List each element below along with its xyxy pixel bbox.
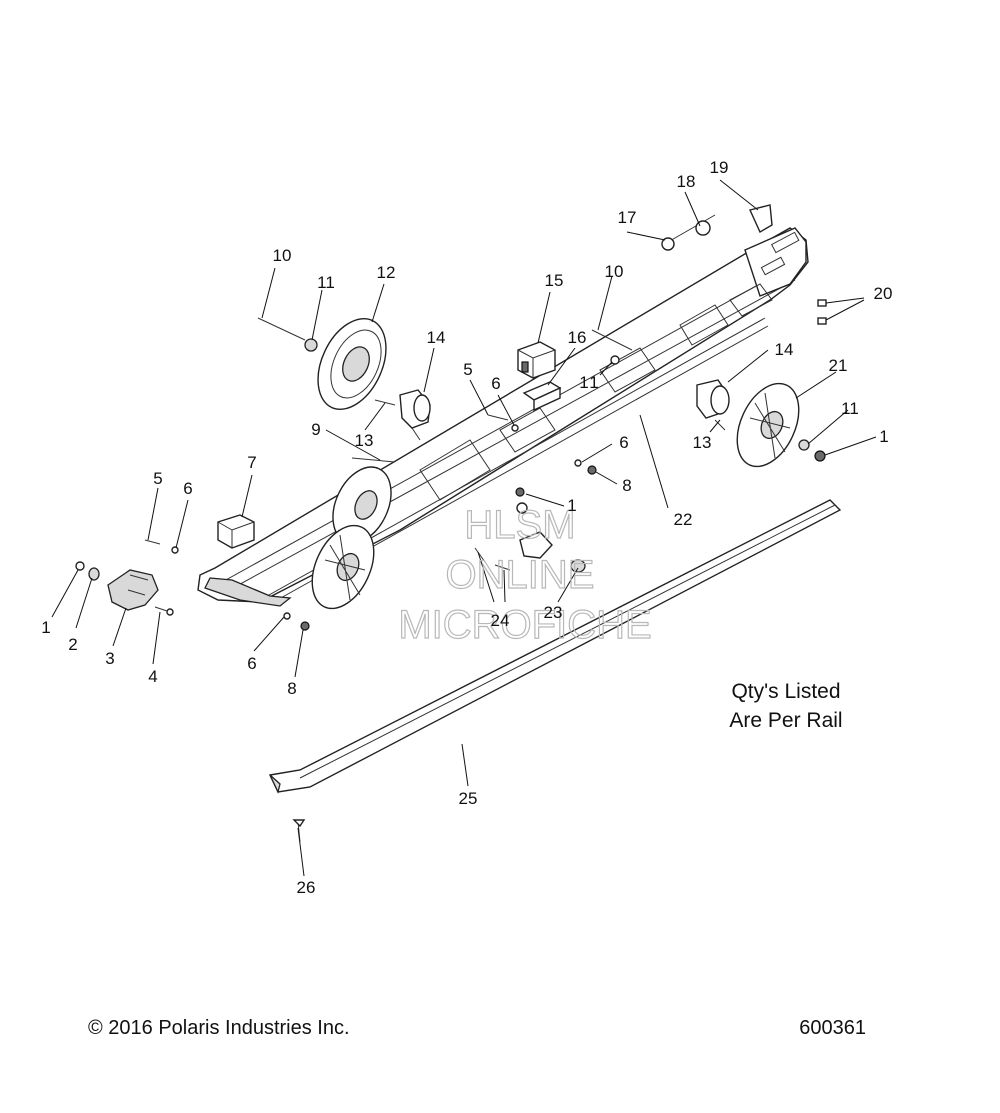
callout-label: 1 bbox=[589, 373, 598, 392]
callout-label: 19 bbox=[710, 158, 729, 177]
callout-label: 15 bbox=[545, 271, 564, 290]
callout-label: 10 bbox=[605, 262, 624, 281]
callout-label: 4 bbox=[148, 667, 157, 686]
callout-label: 5 bbox=[463, 360, 472, 379]
callout-label: 8 bbox=[622, 476, 631, 495]
callout-label: 6 bbox=[619, 433, 628, 452]
callout-labels: 1 2 3 4 5 6 5 6 1 6 8 7 9 10 11 12 13 14… bbox=[41, 158, 892, 897]
callout-label: 6 bbox=[247, 654, 256, 673]
callout-label: 16 bbox=[568, 328, 587, 347]
quantity-note: Qty's Listed Are Per Rail bbox=[729, 680, 842, 732]
note-line-1: Qty's Listed bbox=[731, 680, 840, 703]
rail-cap-3 bbox=[107, 569, 159, 611]
watermark-line-2: ONLINE bbox=[446, 553, 595, 597]
callout-label: 6 bbox=[491, 374, 500, 393]
callout-label: 9 bbox=[311, 420, 320, 439]
callout-label: 11 bbox=[317, 273, 335, 292]
callout-label: 20 bbox=[874, 284, 893, 303]
idler-wheel-21 bbox=[736, 382, 800, 468]
watermark: HLSM ONLINE MICROFICHE bbox=[398, 502, 653, 647]
note-line-2: Are Per Rail bbox=[729, 709, 842, 732]
callout-label: 13 bbox=[693, 433, 712, 452]
callout-label: 7 bbox=[247, 453, 256, 472]
leader-lines bbox=[51, 179, 877, 877]
callout-label: 1 bbox=[41, 618, 50, 637]
callout-label: 14 bbox=[775, 340, 794, 359]
callout-label: 14 bbox=[427, 328, 446, 347]
callout-label: 3 bbox=[105, 649, 114, 668]
callout-label: 6 bbox=[183, 479, 192, 498]
callout-label: 24 bbox=[491, 611, 510, 630]
callout-label: 5 bbox=[153, 469, 162, 488]
idler-wheel-rear bbox=[332, 466, 392, 544]
spacer-14-right bbox=[696, 379, 730, 419]
figure-number: 600361 bbox=[799, 1017, 866, 1039]
callout-label: 1 bbox=[567, 496, 576, 515]
callout-label: 8 bbox=[287, 679, 296, 698]
idler-wheel-front bbox=[311, 524, 375, 610]
callout-label: 11 bbox=[841, 399, 859, 418]
callout-label: 23 bbox=[544, 603, 563, 622]
callout-label: 17 bbox=[618, 208, 637, 227]
callout-label: 10 bbox=[273, 246, 292, 265]
callout-label: 26 bbox=[297, 878, 316, 897]
block-15 bbox=[517, 341, 556, 379]
hardware bbox=[75, 204, 827, 843]
rail-assembly bbox=[197, 227, 809, 607]
callout-label: 12 bbox=[377, 263, 396, 282]
callout-label: 18 bbox=[677, 172, 696, 191]
callout-label: 13 bbox=[355, 431, 374, 450]
footer: © 2016 Polaris Industries Inc. 600361 bbox=[88, 1017, 866, 1039]
bracket-16 bbox=[522, 381, 562, 412]
spacer-14-left bbox=[399, 389, 431, 441]
callout-label: 1 bbox=[579, 373, 588, 392]
watermark-line-3: MICROFICHE bbox=[398, 603, 651, 647]
callout-label: 25 bbox=[459, 789, 478, 808]
callout-label: 2 bbox=[68, 635, 77, 654]
block-7 bbox=[217, 514, 255, 549]
copyright-text: © 2016 Polaris Industries Inc. bbox=[88, 1017, 350, 1039]
callout-label: 21 bbox=[829, 356, 848, 375]
watermark-line-1: HLSM bbox=[464, 503, 575, 547]
slide-rail bbox=[268, 499, 842, 794]
callout-label: 22 bbox=[674, 510, 693, 529]
callout-label: 1 bbox=[879, 427, 888, 446]
